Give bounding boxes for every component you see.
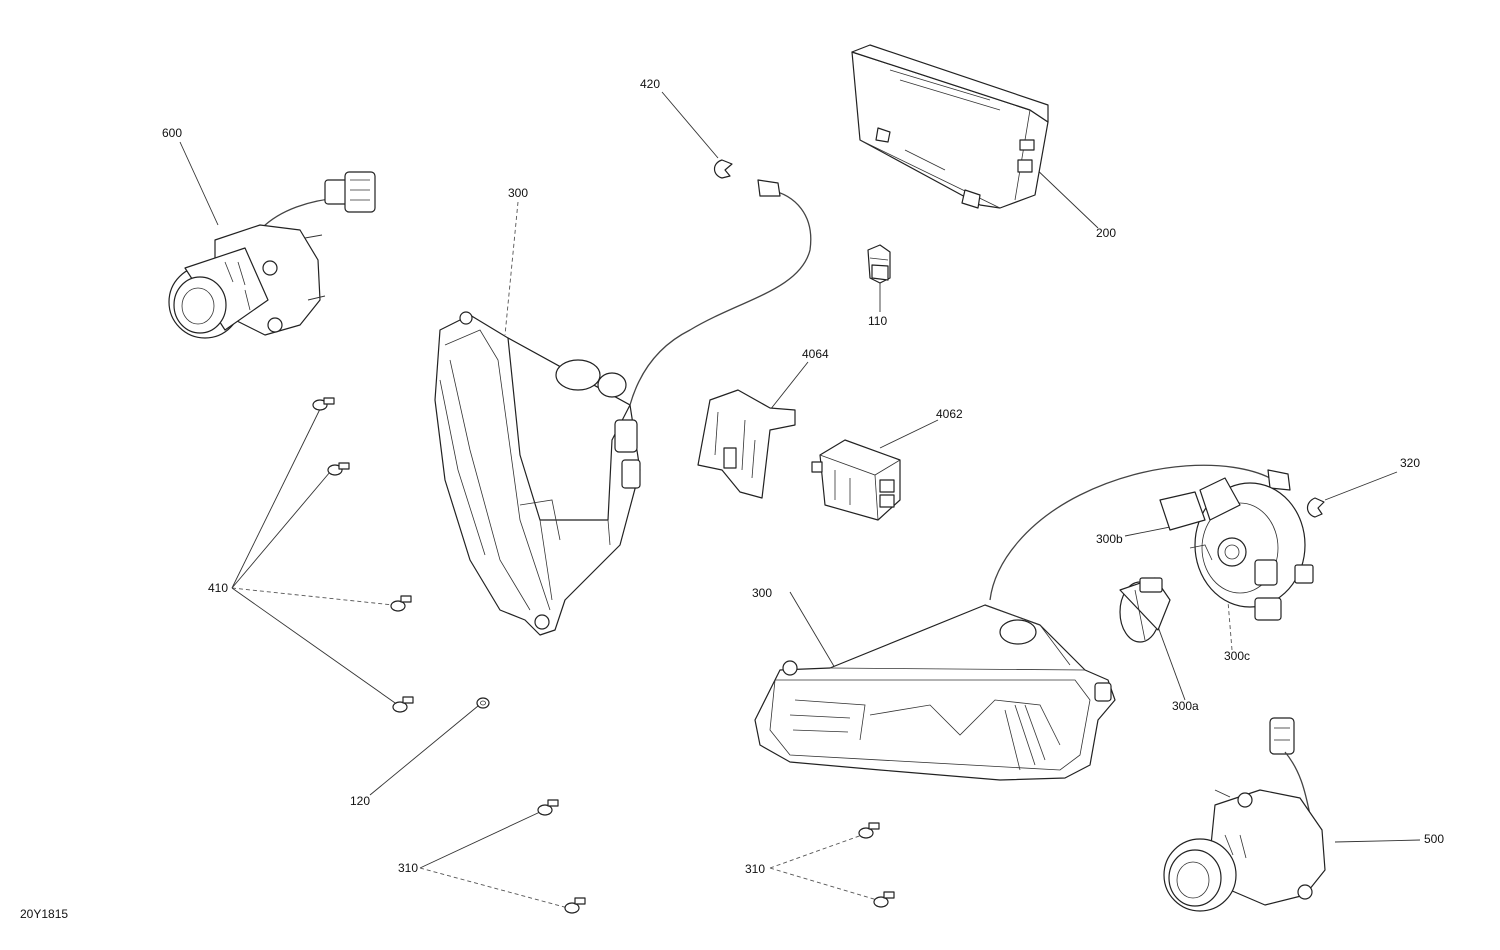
callout-labels: 600 420 300 200 110 4064 4062 320 300b 3… [20,77,1444,921]
callout-110: 110 [868,314,887,328]
callout-120: 120 [350,794,370,808]
washer-120 [476,697,490,709]
screw-410-a [312,397,335,411]
bulb-300a-illustration [1119,577,1171,643]
socket-assembly-300b-300c-illustration [1159,477,1314,621]
screw-410-b [327,462,350,476]
headlight-right-illustration [754,464,1291,781]
relay-110-illustration [867,244,891,284]
fasteners-illustration [312,397,895,914]
callout-310-left: 310 [398,861,418,875]
screw-410-c [390,595,412,612]
screw-310-right-b [873,891,895,908]
clip-320-illustration [1306,497,1325,518]
callout-300c: 300c [1224,649,1250,663]
leader-lines [179,91,1421,909]
callout-600: 600 [162,126,182,140]
screw-310-left-a [537,799,559,816]
screw-310-right-a [858,822,880,839]
callout-320: 320 [1400,456,1420,470]
screw-410-d [392,696,414,713]
bracket-4064-illustration [697,389,796,499]
callout-310-right: 310 [745,862,765,876]
drawing-code: 20Y1815 [20,907,68,921]
gauge-cluster-illustration [851,44,1049,209]
callout-300-left: 300 [508,186,528,200]
module-4062-illustration [811,439,901,521]
screw-310-left-b [564,897,586,914]
callout-300-right: 300 [752,586,772,600]
fog-light-right-illustration [1163,717,1326,912]
callout-4062: 4062 [936,407,963,421]
callout-300a: 300a [1172,699,1199,713]
callout-420: 420 [640,77,660,91]
fog-light-left-illustration [168,171,376,339]
callout-4064: 4064 [802,347,829,361]
callout-500: 500 [1424,832,1444,846]
callout-300b: 300b [1096,532,1123,546]
clip-420-illustration [713,159,733,179]
callout-410: 410 [208,581,228,595]
headlight-left-illustration [434,179,812,636]
callout-200: 200 [1096,226,1116,240]
